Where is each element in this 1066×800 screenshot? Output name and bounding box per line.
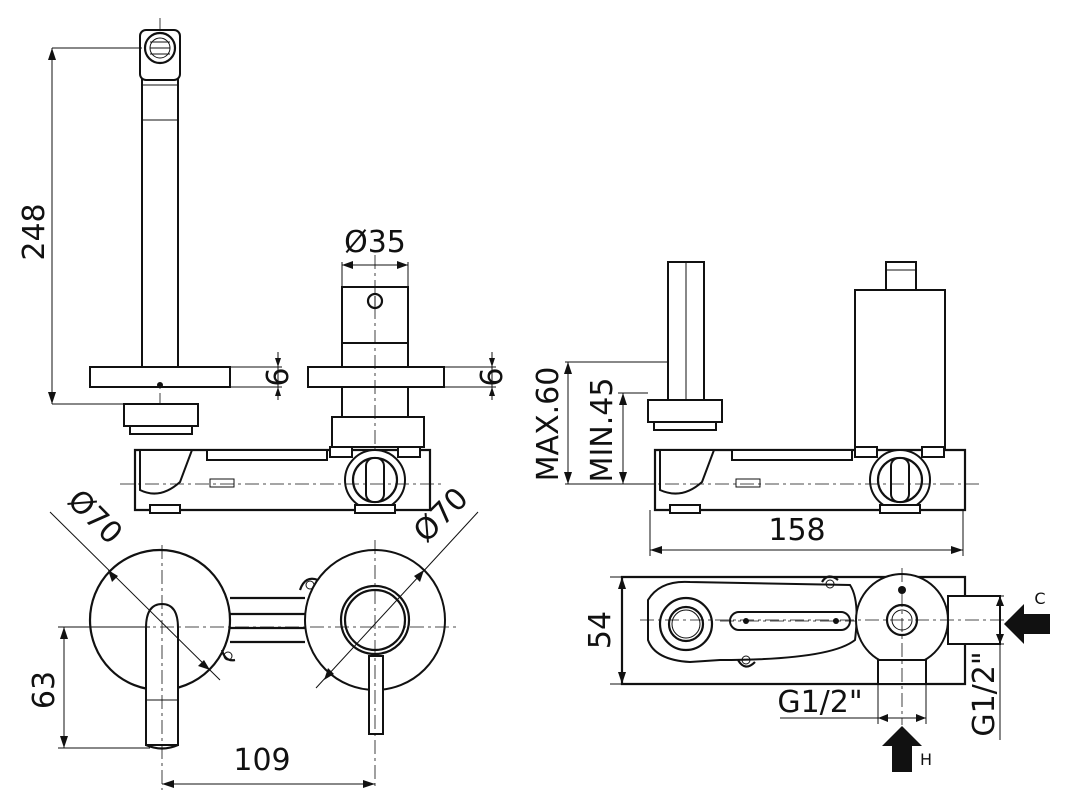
hot-label: H [920,750,932,769]
mixer-lever [368,655,384,735]
dim-spout-height: 248 [17,203,52,260]
dim-centers-distance: 109 [233,743,290,778]
dim-thread-bottom: G1/2" [777,685,862,720]
plan-view: 54 G1/2" G1/2" C H [583,568,1050,772]
dim-min-depth: MIN.45 [585,378,620,483]
side-cartridge-stem [885,261,917,291]
front-view: 248 Ø35 9 9 [17,18,507,514]
dim-plate-thickness-left: 9 [258,367,293,386]
dim-spout-offset: 63 [27,671,62,709]
spout-fixing [123,403,199,427]
side-cartridge [854,289,946,451]
dim-max-depth: MAX.60 [531,367,566,482]
dim-plate-diameter-right: Ø70 [407,481,475,549]
cold-inlet-arrow [1004,604,1050,644]
dim-thread-side: G1/2" [967,651,1002,736]
hot-inlet-arrow [882,726,922,772]
mixer-plate [307,366,445,388]
dim-body-length: 158 [768,513,825,548]
cold-label: C [1034,589,1045,608]
dim-body-width: 54 [583,611,618,649]
dim-plate-thickness-right: 9 [472,367,507,386]
dim-plate-diameter-left: Ø70 [60,483,128,551]
side-view: MAX.60 MIN.45 158 [531,261,980,556]
top-view: Ø70 Ø70 63 109 [27,481,479,790]
spout-tube [141,39,179,368]
dim-body-diameter: Ø35 [344,225,406,260]
